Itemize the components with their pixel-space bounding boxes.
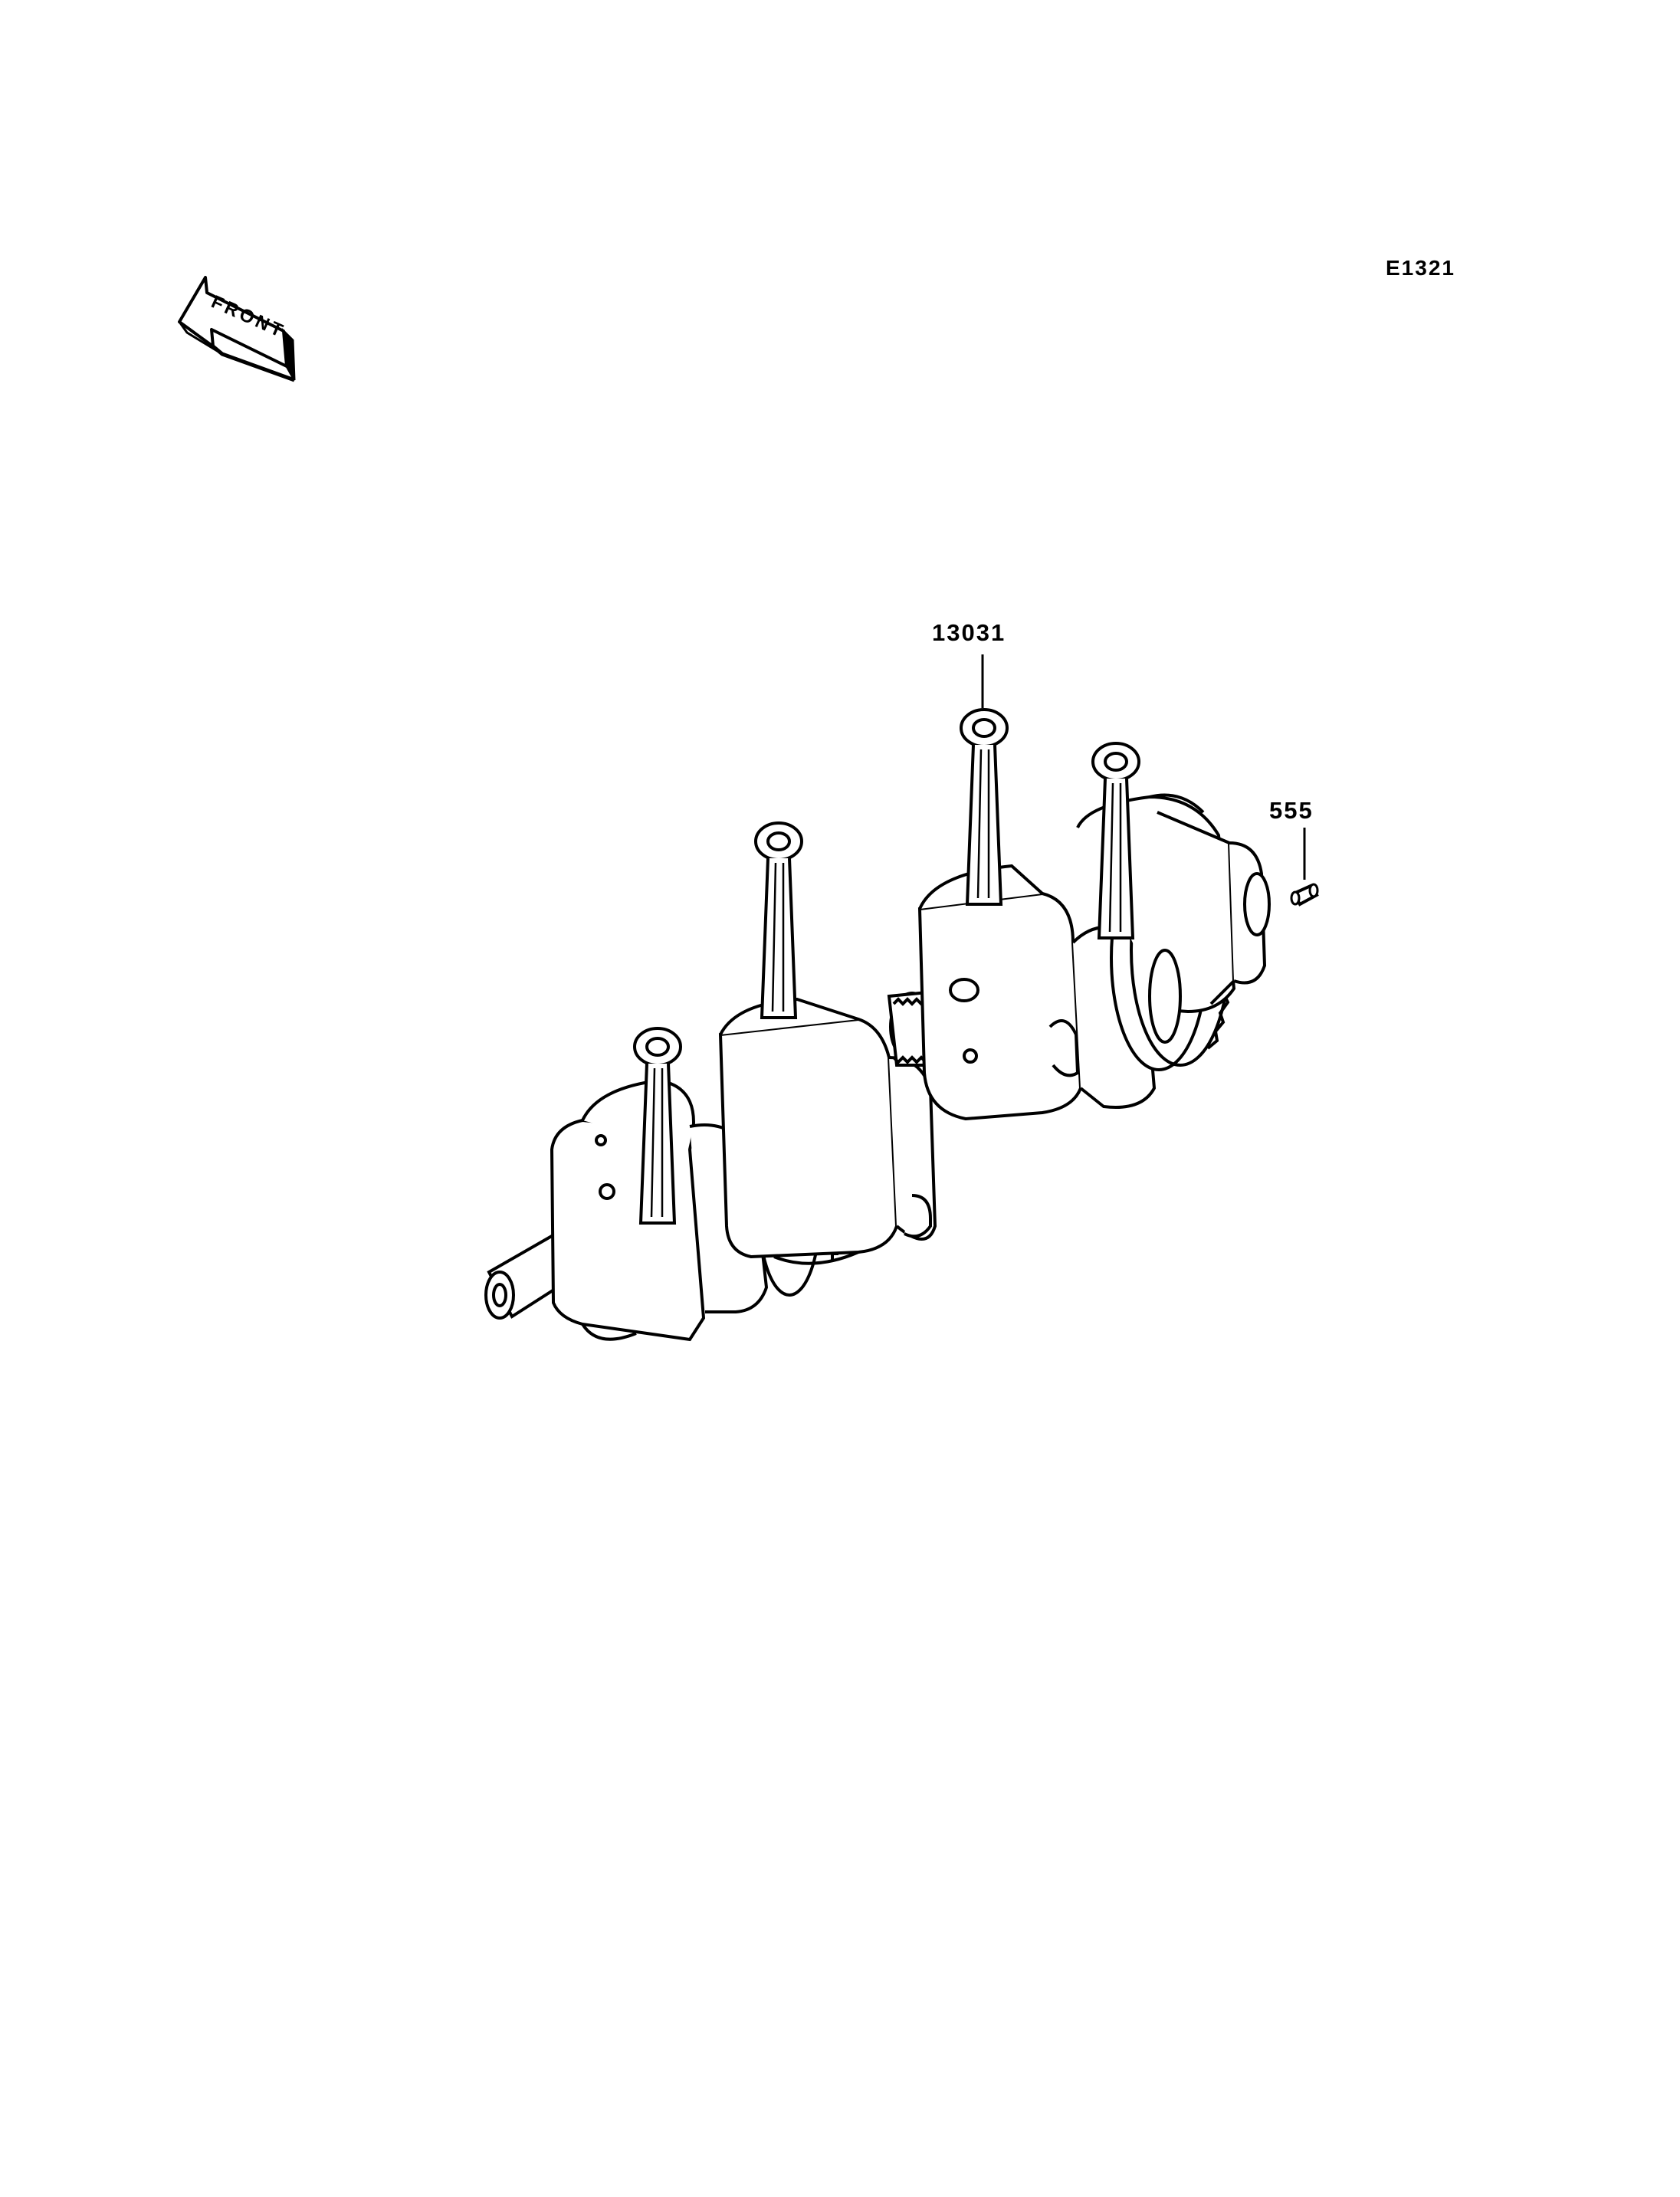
part-callout-connecting-rod[interactable]: 13031 xyxy=(932,619,1006,646)
part-callout-pin[interactable]: 555 xyxy=(1269,797,1314,824)
diagram-code: E1321 xyxy=(1386,256,1455,280)
crank-web-1 xyxy=(550,1078,706,1342)
crankshaft-assembly xyxy=(484,708,1271,1342)
dowel-pin xyxy=(1290,883,1319,907)
front-arrow-icon: FRONT xyxy=(178,276,296,382)
rear-journal xyxy=(1243,872,1271,936)
crank-web-2 xyxy=(718,997,937,1265)
